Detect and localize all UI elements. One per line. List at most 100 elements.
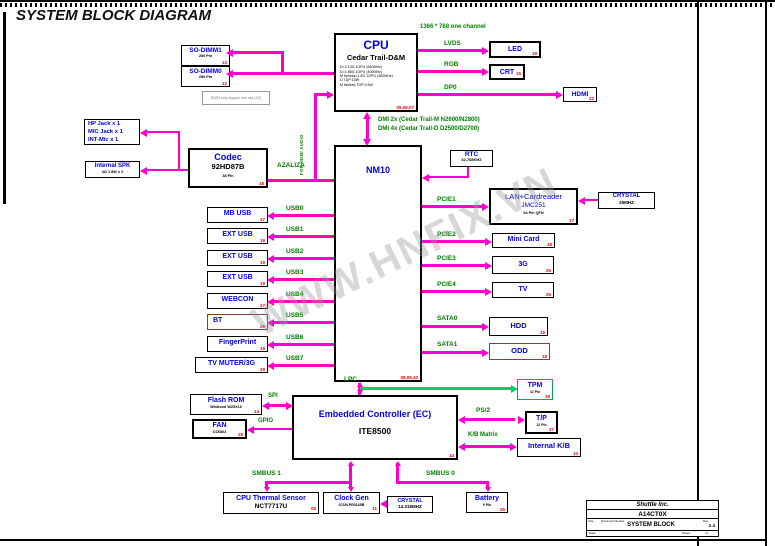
usb1-bus-label: USB1: [286, 226, 304, 233]
smbus0-bus-label: SMBUS 0: [426, 470, 455, 477]
odd-label: ODD: [511, 345, 528, 355]
fingerprint-block: FingerPrint 19: [207, 336, 268, 352]
clock-gen-label: Clock Gen: [334, 494, 369, 502]
battery-pins: 9 Pin: [482, 502, 492, 507]
rtc-line: [467, 167, 469, 177]
rtc-line: [429, 176, 469, 178]
tpm-label: TPM: [527, 381, 543, 389]
ec-block: Embedded Controller (EC) ITE8500 14: [292, 395, 458, 460]
ext-usb1-page-ref: 19: [259, 237, 265, 243]
jack-hp: HP Jack x 1: [88, 121, 121, 127]
usb6-bus-label: USB6: [286, 334, 304, 341]
usb5-bus-label: USB5: [286, 312, 304, 319]
cpu-spec: M fanless TDP:3.5W: [340, 82, 373, 87]
ps2-arrow-left: [458, 415, 465, 424]
azalia-bus-label: AZALIZA: [277, 162, 305, 169]
led-page-ref: 19: [531, 50, 537, 56]
jack-mic: MIC Jack x 1: [88, 129, 123, 135]
usb7-line: [274, 364, 334, 367]
kb-matrix-bus-label: K/B Matrix: [468, 432, 498, 438]
webcon-block: WEBCON 27: [207, 293, 268, 309]
gpio-bus-label: GPIO: [258, 418, 274, 424]
codec-page-ref: 18: [258, 180, 264, 186]
lpc-line: [358, 383, 361, 395]
sata0-line: [422, 325, 482, 328]
fingerprint-page-ref: 19: [259, 345, 265, 351]
led-block: LED 19: [489, 41, 541, 58]
title-block-of-label: of: [705, 531, 708, 535]
kb-line: [464, 445, 511, 448]
clock-crystal-arrow: [380, 500, 387, 508]
usb2-arrow: [267, 254, 274, 263]
hdd-page-ref: 18: [539, 329, 545, 335]
clock-gen-chip: ICS9LPR3165B: [338, 502, 365, 507]
tp-block: T/P 12 Pin 27: [525, 411, 558, 434]
frame-bottom: [0, 539, 766, 541]
ext-usb2-block: EXT USB 19: [207, 250, 268, 266]
clock-crystal-label: CRYSTAL: [397, 498, 423, 504]
hdd-block: HDD 18: [489, 317, 548, 336]
clock-gen-page-ref: 11: [372, 505, 377, 511]
dmi-note-2: DMI 4x (Cedar Trail-D D2500/D2700): [378, 126, 480, 132]
ext-usb3-label: EXT USB: [222, 274, 253, 281]
page-title: SYSTEM BLOCK DIAGRAM: [16, 7, 211, 24]
smbus1-arrow-up: [347, 461, 354, 466]
pcie2-line: [422, 240, 485, 243]
codec-pins: 38 Pin: [222, 173, 234, 178]
sodimm1-block: SO-DIMM1 280 Pin 13: [181, 45, 230, 66]
rtc-label: RTC: [464, 151, 479, 158]
frame-right-outer: [765, 0, 767, 546]
clock-gen-block: Clock Gen ICS9LPR3165B 11: [323, 492, 380, 514]
internal-kb-block: Internal K/B 14: [517, 438, 581, 457]
dmi-line: [366, 117, 369, 139]
lvds-bus-label: LVDS: [444, 40, 461, 47]
ext-usb2-page-ref: 19: [259, 259, 265, 265]
tp-page-ref: 27: [548, 426, 554, 432]
rgb-arrow: [482, 67, 489, 76]
cpu-thermal-sensor-page-ref: 05: [310, 505, 316, 511]
lpc-arrow-up: [356, 382, 363, 387]
title-block: Shuttle Inc. A14CT0X Size Document Numbe…: [586, 500, 719, 537]
cpu-page-ref: 05,06,07: [396, 104, 414, 110]
pcie3-arrow: [485, 261, 492, 270]
tv-page-ref: 26: [545, 291, 551, 297]
codec-block: Codec 92HD87B 38 Pin 18: [188, 148, 268, 188]
lan-pins: 64 Pin QFN: [523, 211, 544, 216]
internal-spk-label: Internal SPK: [94, 163, 131, 169]
sodimm0-pins: 280 Pin: [198, 75, 213, 80]
sata1-bus-label: SATA1: [437, 341, 458, 348]
hdmi-audio-note: FOR HDMI AUDIO: [299, 134, 304, 175]
internal-kb-page-ref: 14: [572, 450, 578, 456]
sata0-bus-label: SATA0: [437, 315, 458, 322]
usb5-arrow: [267, 318, 274, 327]
usb0-bus-label: USB0: [286, 205, 304, 212]
cpu-spec: M fanless=1.6G 1GPU (400MHz): [340, 74, 393, 79]
usb2-line: [274, 257, 334, 260]
cpu-spec: D TDP:10W: [340, 78, 360, 83]
battery-page-ref: 25: [499, 506, 505, 512]
cpu-block: CPU Cedar Trail-D&M D=2.13G 1GPU (640MHz…: [334, 33, 418, 112]
lan-crystal-arrow: [578, 196, 585, 205]
tp-pins: 12 Pin: [536, 423, 547, 428]
ext-usb1-label: EXT USB: [222, 231, 253, 238]
fan-page-ref: 28: [237, 431, 243, 437]
audio-line: [178, 131, 180, 170]
tv-muter-page-ref: 29: [259, 366, 265, 372]
3g-page-ref: 26: [545, 267, 551, 273]
lan-crystal-freq: 25MHZ: [619, 199, 634, 205]
clock-crystal-freq: 14.318MHZ: [398, 504, 422, 510]
tv-muter-block: TV MUTER/3G 29: [195, 357, 268, 373]
jacks-line: [147, 131, 180, 133]
sodimm0-block: SO-DIMM0 280 Pin 12: [181, 66, 230, 87]
nm10-page-ref: 08,09,10: [400, 374, 418, 380]
title-block-model: A14CT0X: [587, 510, 718, 519]
mb-usb-page-ref: 27: [259, 216, 265, 222]
memory-line: [281, 51, 284, 75]
flash-rom-block: Flash ROM Winbond W25X16 14: [190, 394, 262, 415]
smbus1-vline: [349, 463, 352, 482]
flash-rom-label: Flash ROM: [207, 396, 245, 404]
tpm-page-ref: 19: [544, 393, 550, 399]
tpm-pins: 12 Pin: [529, 389, 541, 394]
usb3-arrow: [267, 275, 274, 284]
